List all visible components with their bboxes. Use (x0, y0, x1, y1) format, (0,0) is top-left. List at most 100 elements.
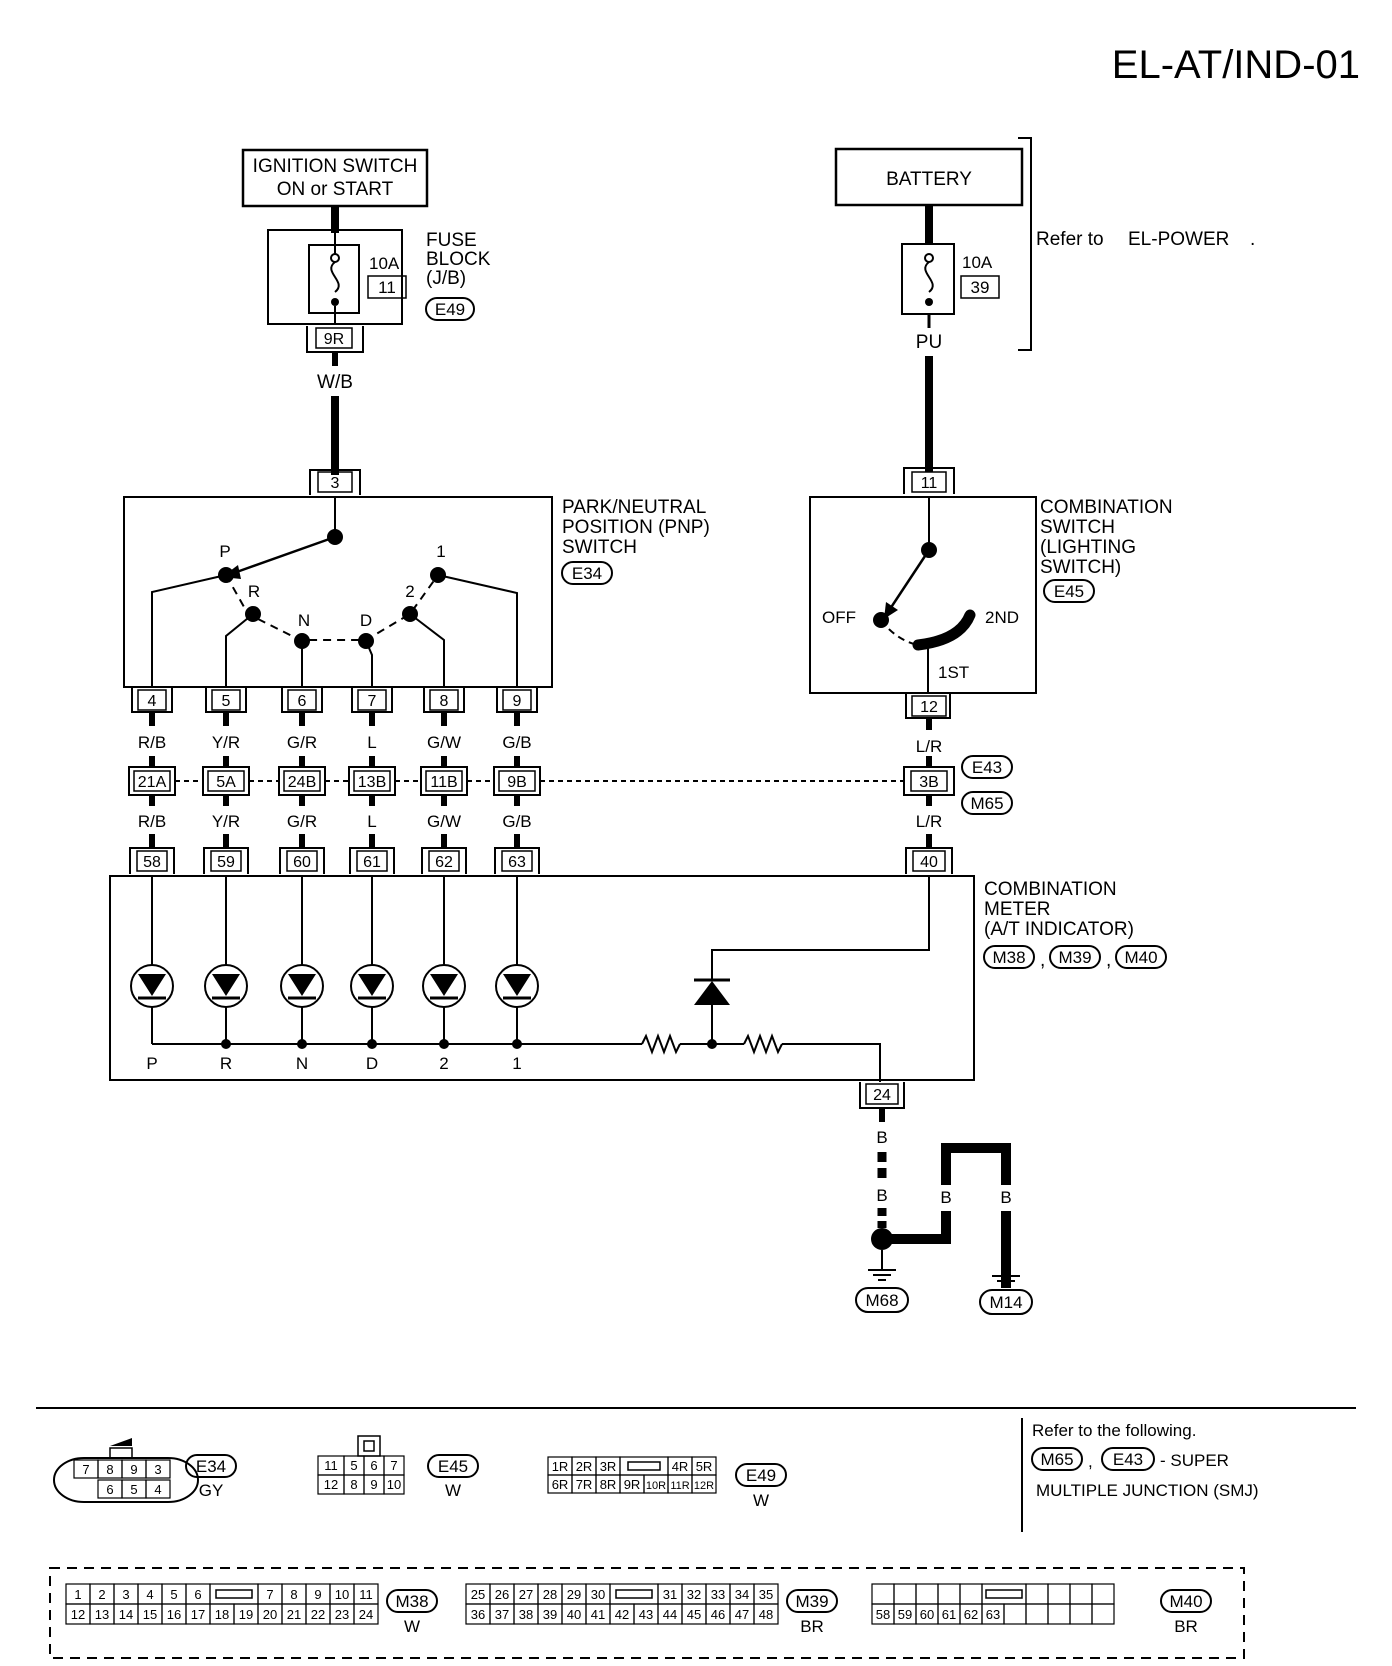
svg-text:G/B: G/B (502, 812, 531, 831)
fuse-block-line1: FUSE (426, 230, 477, 251)
pnp-title-line1: PARK/NEUTRAL (562, 497, 706, 518)
svg-text:9B: 9B (507, 774, 527, 791)
combination-meter: COMBINATION METER (A/T INDICATOR) M38 , … (109, 875, 1167, 1082)
svg-text:7: 7 (390, 1458, 397, 1473)
svg-text:G/W: G/W (427, 733, 461, 752)
fuse-terminal-9r: 9R (306, 326, 364, 353)
pin-9: 9 (314, 1587, 321, 1602)
resistor-2 (743, 1033, 783, 1055)
pin-26: 26 (495, 1587, 509, 1602)
svg-text:6: 6 (298, 693, 307, 710)
svg-text:E34: E34 (196, 1457, 226, 1476)
svg-text:12: 12 (920, 699, 938, 716)
pin-38: 38 (519, 1607, 533, 1622)
pin-13: 13 (95, 1607, 109, 1622)
svg-text:GY: GY (199, 1481, 224, 1500)
column-pos-p: 4 R/B 21A R/B 58 (128, 688, 176, 874)
fuse-block-connector: E49 (435, 300, 465, 319)
led-1: 1 (495, 876, 539, 1073)
ignition-line1: IGNITION SWITCH (253, 156, 418, 177)
pin-59: 59 (898, 1607, 912, 1622)
wire-b-label-1: B (876, 1128, 887, 1147)
connector-name: M38 (395, 1592, 428, 1611)
pin-12: 12 (71, 1607, 85, 1622)
smj-m65: M65 (970, 794, 1003, 813)
pin-19: 19 (239, 1607, 253, 1622)
svg-text:R: R (220, 1054, 232, 1073)
column-pos-1: 9 G/B 9B G/B 63 (493, 688, 541, 874)
switch-off-label: OFF (822, 608, 856, 627)
fuse-block: 10A 11 FUSE BLOCK (J/B) E49 (267, 229, 491, 325)
switch-1st-label: 1ST (938, 663, 969, 682)
pnp-pos-1: 1 (436, 542, 445, 561)
wire-wb-label: W/B (317, 372, 353, 393)
meter-line2: METER (984, 899, 1051, 920)
svg-text:M14: M14 (989, 1293, 1022, 1312)
svg-text:Y/R: Y/R (212, 812, 240, 831)
svg-text:G/B: G/B (502, 733, 531, 752)
svg-text:8R: 8R (600, 1477, 617, 1492)
svg-text:3R: 3R (600, 1459, 617, 1474)
pnp-title-line2: POSITION (PNP) (562, 517, 710, 538)
pin-35: 35 (759, 1587, 773, 1602)
refer-dot: . (1250, 229, 1255, 250)
smj-terminal-3b: 3B (903, 766, 955, 796)
pin-47: 47 (735, 1607, 749, 1622)
pin-11: 11 (359, 1587, 373, 1602)
led-2: 2 (422, 876, 466, 1073)
svg-text:E49: E49 (746, 1466, 776, 1485)
pin-3: 3 (122, 1587, 129, 1602)
pin-45: 45 (687, 1607, 701, 1622)
connector-e34: 7 8 9 3 6 5 4 E34 GY (53, 1438, 237, 1503)
meter-terminal-40: 40 (905, 847, 953, 874)
svg-text:R/B: R/B (138, 733, 166, 752)
pin-27: 27 (519, 1587, 533, 1602)
connector-name: M40 (1169, 1592, 1202, 1611)
pin-20: 20 (263, 1607, 277, 1622)
refer-to-text: Refer to (1036, 229, 1104, 250)
meter-connector-m38: M38 (992, 948, 1025, 967)
svg-text:11B: 11B (430, 774, 457, 791)
wire-pu-label: PU (916, 332, 942, 353)
svg-text:,: , (1040, 950, 1045, 971)
pin-30: 30 (591, 1587, 605, 1602)
column-pos-n: 6 G/R 24B G/R 60 (278, 688, 326, 874)
connector-e45: 11 5 6 7 12 8 9 10 E45 W (317, 1435, 479, 1500)
pnp-connector: E34 (572, 564, 602, 583)
pin-62: 62 (964, 1607, 978, 1622)
pin-17: 17 (191, 1607, 205, 1622)
pin-16: 16 (167, 1607, 181, 1622)
svg-text:8: 8 (350, 1477, 357, 1492)
pin-6: 6 (194, 1587, 201, 1602)
svg-text:4R: 4R (672, 1459, 689, 1474)
meter-line1: COMBINATION (984, 879, 1117, 900)
refer-note-line1: Refer to the following. (1032, 1421, 1196, 1440)
svg-text:5R: 5R (696, 1459, 713, 1474)
pin-2: 2 (98, 1587, 105, 1602)
column-pos-2: 8 G/W 11B G/W 62 (420, 688, 468, 874)
svg-text:6R: 6R (552, 1477, 569, 1492)
refer-note: Refer to the following. M65 , E43 - SUPE… (1031, 1421, 1259, 1500)
pnp-switch: P R N D 2 1 PARK/NEUTRAL POSITION (PNP) … (123, 496, 710, 688)
pin-39: 39 (543, 1607, 557, 1622)
fuse-block-line2: BLOCK (426, 249, 491, 270)
ground-m68: M68 (855, 1250, 909, 1313)
svg-text:58: 58 (143, 854, 161, 871)
combination-switch: OFF 2ND 1ST COMBINATION SWITCH (LIGHTING… (809, 496, 1173, 694)
smj-e43: E43 (972, 758, 1002, 777)
diagram-title: EL-AT/IND-01 (1112, 43, 1360, 87)
led-d: D (350, 876, 394, 1073)
svg-text:G/R: G/R (287, 812, 317, 831)
svg-text:9: 9 (513, 693, 522, 710)
svg-text:63: 63 (508, 854, 526, 871)
comb-switch-connector: E45 (1054, 582, 1084, 601)
pnp-pos-p: P (219, 542, 230, 561)
svg-text:E43: E43 (1113, 1450, 1143, 1469)
svg-text:M65: M65 (1040, 1450, 1073, 1469)
svg-text:W: W (445, 1481, 461, 1500)
pin-14: 14 (119, 1607, 133, 1622)
pin-34: 34 (735, 1587, 749, 1602)
svg-text:- SUPER: - SUPER (1160, 1451, 1229, 1470)
